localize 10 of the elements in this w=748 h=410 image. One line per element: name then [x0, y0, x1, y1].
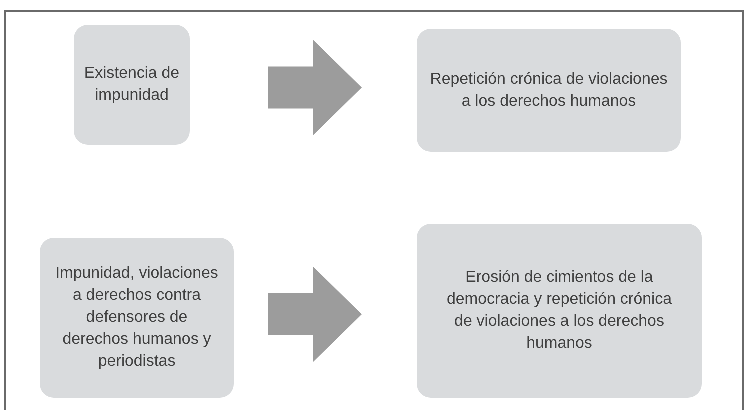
rounded-box: [417, 29, 681, 152]
rounded-box: [74, 25, 190, 145]
block-arrow: [268, 40, 362, 136]
box-text: Repetición crónica de violaciones a los derechos humanos: [429, 70, 669, 112]
box-text: Impunidad, violaciones a derechos contra defensores de derechos humanos y periodistas: [54, 264, 220, 372]
rounded-box: [417, 224, 702, 398]
box-text: Erosión de cimientos de la democracia y repetición crónica de violaciones a los derechos humanos: [446, 268, 673, 354]
block-arrow: [268, 266, 362, 362]
box-text: Existencia de impunidad: [83, 64, 181, 106]
rounded-box: [40, 238, 234, 398]
